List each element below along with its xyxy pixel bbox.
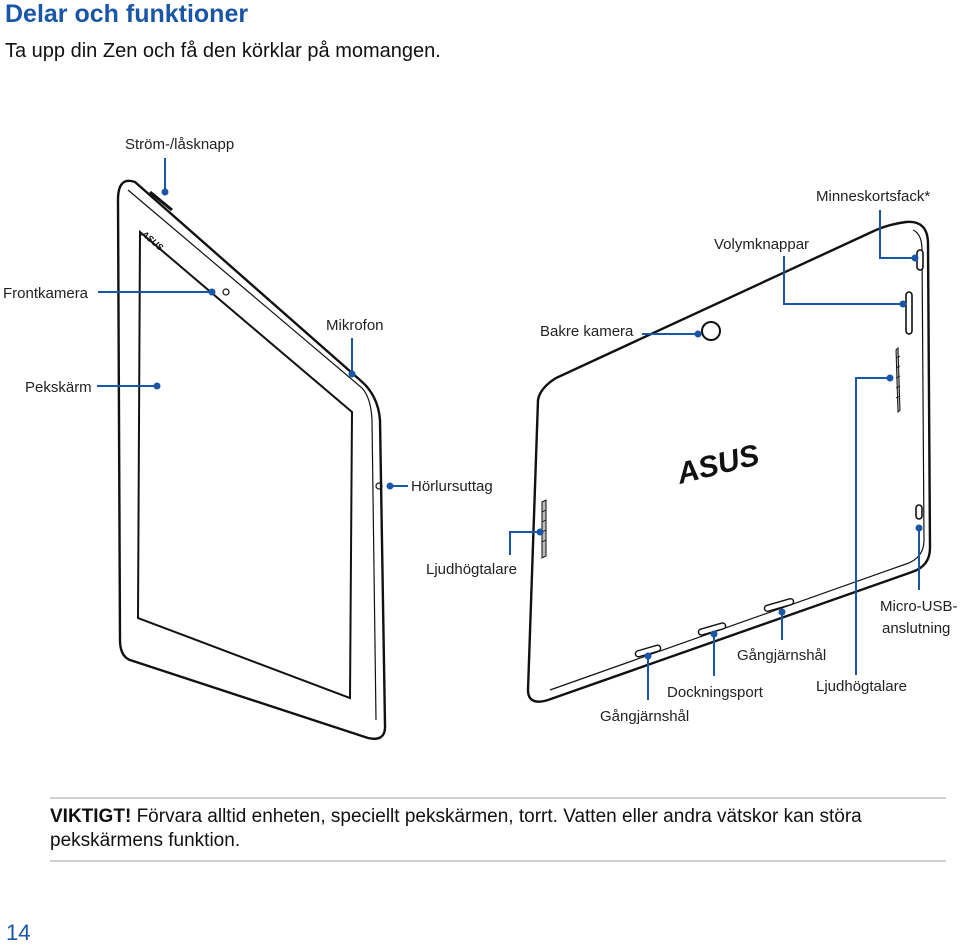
callout-memory-slot [879, 210, 919, 262]
memory-card-slot [916, 249, 924, 271]
important-notice: VIKTIGT! Förvara alltid enheten, speciel… [50, 805, 930, 853]
callout-speaker-right [855, 374, 894, 675]
callout-hinge-left [644, 652, 652, 700]
label-power: Ström-/låsknapp [125, 136, 234, 153]
rear-camera-lens [701, 321, 721, 341]
tablet-parts-diagram: ASUS ASUS [3, 136, 958, 740]
label-rear-camera: Bakre kamera [540, 323, 634, 340]
callout-microphone [348, 338, 356, 378]
label-micro-usb-1: Micro-USB- [880, 598, 958, 615]
power-button [149, 190, 173, 212]
callout-speaker-left [509, 528, 544, 555]
volume-buttons [905, 291, 913, 335]
callout-touchscreen [97, 382, 161, 390]
page-subtitle: Ta upp din Zen och få den körklar på mom… [5, 40, 441, 62]
label-micro-usb-2: anslutning [882, 620, 950, 637]
back-speaker-grille-left [541, 499, 547, 559]
front-screen [136, 229, 354, 700]
micro-usb-port [915, 504, 923, 520]
label-hinge-left: Gångjärnshål [600, 708, 689, 725]
front-camera-lens [222, 288, 230, 296]
label-touchscreen: Pekskärm [25, 379, 92, 396]
label-docking-port: Dockningsport [667, 684, 764, 701]
notice-top-divider [50, 797, 946, 799]
label-headphone-jack: Hörlursuttag [411, 478, 493, 495]
page-number: 14 [6, 920, 31, 945]
front-tablet [116, 179, 387, 740]
notice-bottom-divider [50, 860, 946, 862]
page-title: Delar och funktioner [5, 0, 249, 28]
callout-power [161, 158, 169, 196]
headphone-jack-hole [375, 482, 383, 490]
notice-label: VIKTIGT! [50, 806, 132, 827]
callout-hinge-right [778, 608, 786, 640]
label-hinge-right: Gångjärnshål [737, 647, 826, 664]
back-speaker-grille-right [895, 346, 901, 414]
label-microphone: Mikrofon [326, 317, 384, 334]
callout-micro-usb [915, 524, 923, 590]
label-speaker-right: Ljudhögtalare [816, 678, 907, 695]
callout-front-camera [98, 288, 216, 296]
callout-volume [783, 256, 907, 308]
label-speaker-left: Ljudhögtalare [426, 561, 517, 578]
label-front-camera: Frontkamera [3, 285, 89, 302]
callout-docking-port [710, 630, 718, 676]
callout-rear-camera [642, 330, 702, 338]
notice-text: Förvara alltid enheten, speciellt pekskä… [50, 806, 862, 851]
label-memory-slot: Minneskortsfack* [816, 188, 930, 205]
hinge-slot-right [763, 597, 795, 613]
callout-headphone-jack [386, 482, 408, 490]
label-volume: Volymknappar [714, 236, 809, 253]
